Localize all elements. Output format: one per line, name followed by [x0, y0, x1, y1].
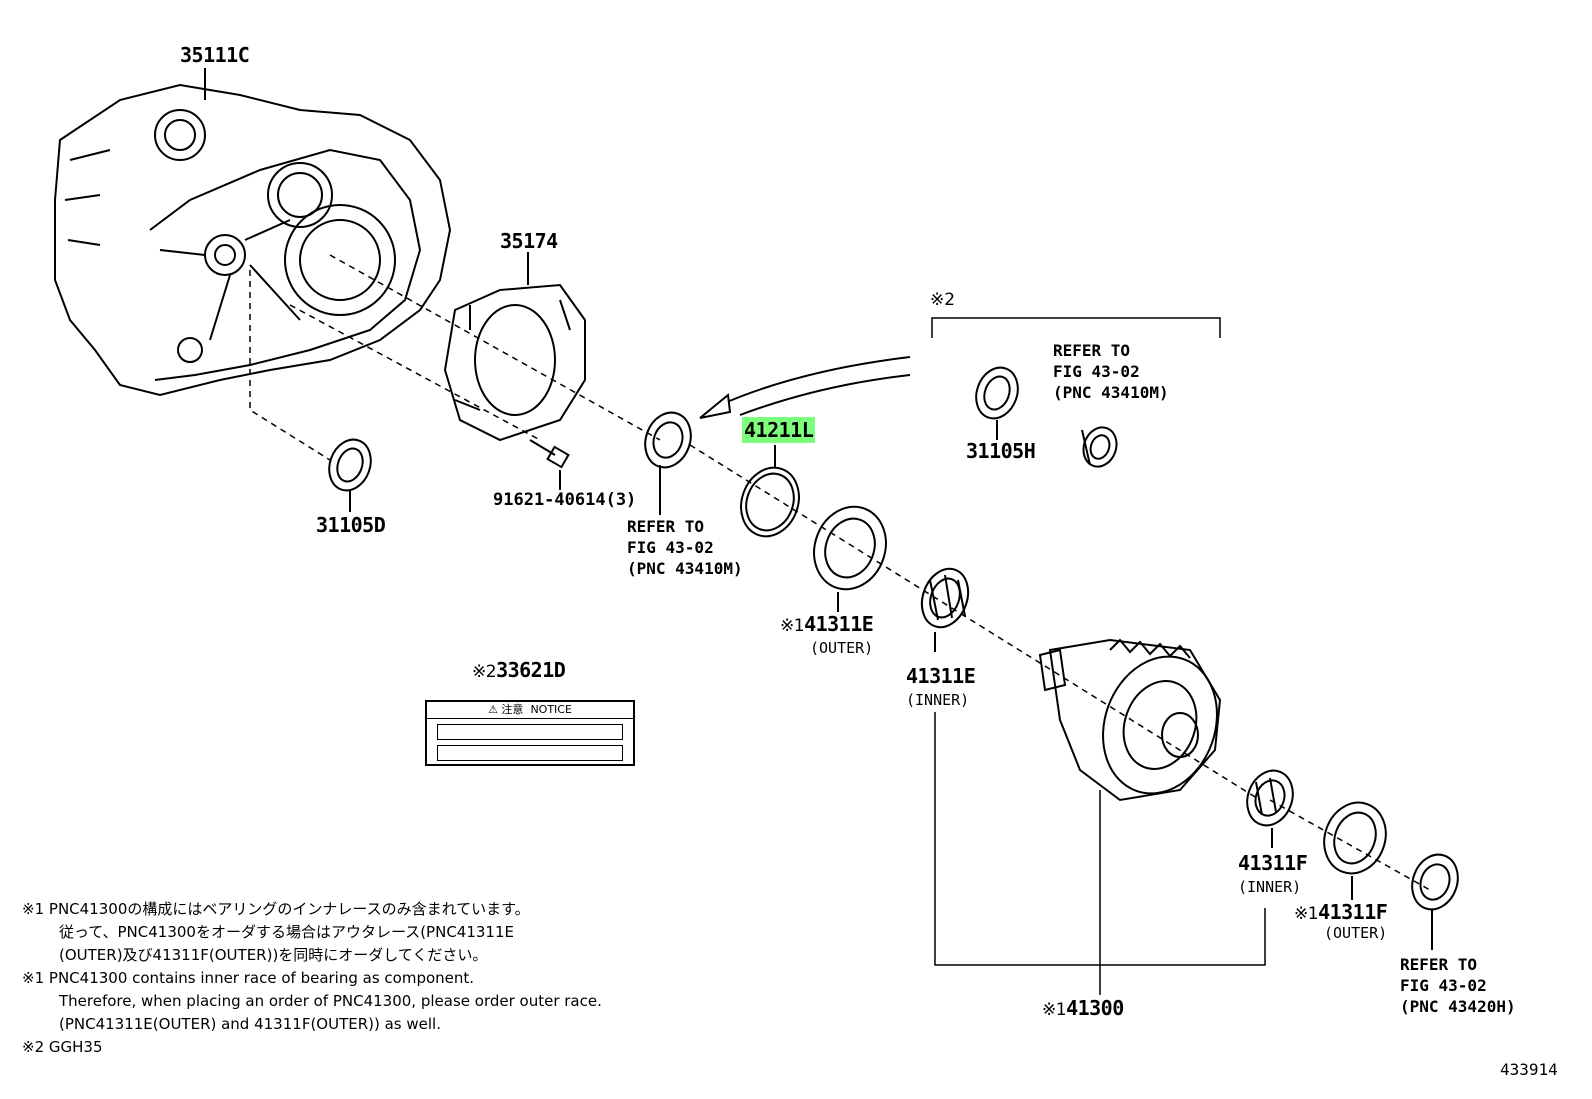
highlighted-part-number: 41211L [742, 417, 816, 443]
part-sub-41311f-outer: (OUTER) [1324, 924, 1388, 942]
oil-seal-31105h-drawing [975, 366, 1019, 420]
inner-bearing-41311e-drawing [920, 567, 970, 629]
part-sub-41311e-inner: (INNER) [906, 691, 970, 709]
refer-c-line2: FIG 43-02 [1400, 976, 1487, 995]
notice-bar-1 [437, 724, 623, 740]
mark-1: ※1 [780, 616, 805, 636]
note-1-en-line3: (PNC41311E(OUTER) and 41311F(OUTER)) as … [59, 1015, 441, 1033]
oil-seal-31105d-drawing [328, 438, 372, 492]
refer-a-line1: REFER TO [627, 517, 705, 536]
part-label-35111c[interactable]: 35111C [180, 43, 250, 67]
figure-id: 433914 [1500, 1060, 1558, 1079]
mark-1b: ※1 [1294, 904, 1319, 924]
refer-a-line3: (PNC 43410M) [627, 559, 743, 578]
note-1-jp-line1: ※1 PNC41300の構成にはベアリングのインナレースのみ含まれています。 [22, 900, 530, 918]
part-label-35174[interactable]: 35174 [500, 229, 558, 253]
mark-2: ※2 [472, 662, 497, 682]
note-1-en-line1: ※1 PNC41300 contains inner race of beari… [22, 969, 475, 987]
part-label-33621d[interactable]: ※233621D [472, 658, 566, 682]
notice-label-drawing: ⚠ 注意 NOTICE [425, 700, 635, 766]
note-1-jp-line3: (OUTER)及び41311F(OUTER))を同時にオーダしてください。 [59, 946, 488, 964]
part-label-41311e-inner[interactable]: 41311E [906, 664, 976, 688]
notice-header: ⚠ 注意 NOTICE [427, 702, 633, 719]
shroud-drawing [443, 283, 586, 442]
part-label-41300[interactable]: ※141300 [1042, 996, 1124, 1020]
refer-c-line1: REFER TO [1400, 955, 1478, 974]
part-label-41211l[interactable]: 41211L [742, 417, 816, 443]
refer-label-b[interactable]: REFER TO FIG 43-02 (PNC 43410M) [1053, 340, 1169, 403]
shim-41211l-drawing [740, 466, 800, 538]
part-sub-41311f-inner: (INNER) [1238, 878, 1302, 896]
part-label-31105d[interactable]: 31105D [316, 513, 386, 537]
refer-b-line2: FIG 43-02 [1053, 362, 1140, 381]
inner-bearing-41311f-drawing [1246, 769, 1294, 827]
notice-bar-2 [437, 745, 623, 761]
note-2: ※2 GGH35 [22, 1038, 103, 1056]
part-label-41311f-outer[interactable]: ※141311F [1294, 900, 1388, 924]
oil-seal-ref-a-drawing [644, 411, 692, 469]
mark-2-bracket: ※2 [930, 290, 956, 310]
outer-race-41311f-drawing [1323, 801, 1387, 875]
mark-1c: ※1 [1042, 1000, 1067, 1020]
note-1-jp-line2: 従って、PNC41300をオーダする場合はアウタレース(PNC41311E [59, 923, 514, 941]
refer-label-c[interactable]: REFER TO FIG 43-02 (PNC 43420H) [1400, 954, 1516, 1017]
footnotes: ※1 PNC41300の構成にはベアリングのインナレースのみ含まれています。 従… [22, 898, 602, 1059]
part-label-41311e-outer[interactable]: ※141311E [780, 612, 874, 636]
refer-label-a[interactable]: REFER TO FIG 43-02 (PNC 43410M) [627, 516, 743, 579]
refer-a-line2: FIG 43-02 [627, 538, 714, 557]
part-sub-41311e-outer: (OUTER) [810, 639, 874, 657]
differential-assembly-drawing [1038, 638, 1222, 802]
transaxle-housing-drawing [54, 83, 452, 397]
outer-race-41311e-drawing [813, 505, 887, 591]
part-label-41311f-inner[interactable]: 41311F [1238, 851, 1308, 875]
bolt-drawing [529, 439, 570, 469]
refer-c-line3: (PNC 43420H) [1400, 997, 1516, 1016]
part-label-31105h[interactable]: 31105H [966, 439, 1036, 463]
refer-b-line1: REFER TO [1053, 341, 1131, 360]
part-label-91621-40614[interactable]: 91621-40614(3) [493, 490, 637, 510]
note-1-en-line2: Therefore, when placing an order of PNC4… [59, 992, 602, 1010]
oil-seal-ref-b-drawing [1081, 426, 1118, 468]
oil-seal-ref-c-drawing [1411, 853, 1459, 911]
refer-b-line3: (PNC 43410M) [1053, 383, 1169, 402]
